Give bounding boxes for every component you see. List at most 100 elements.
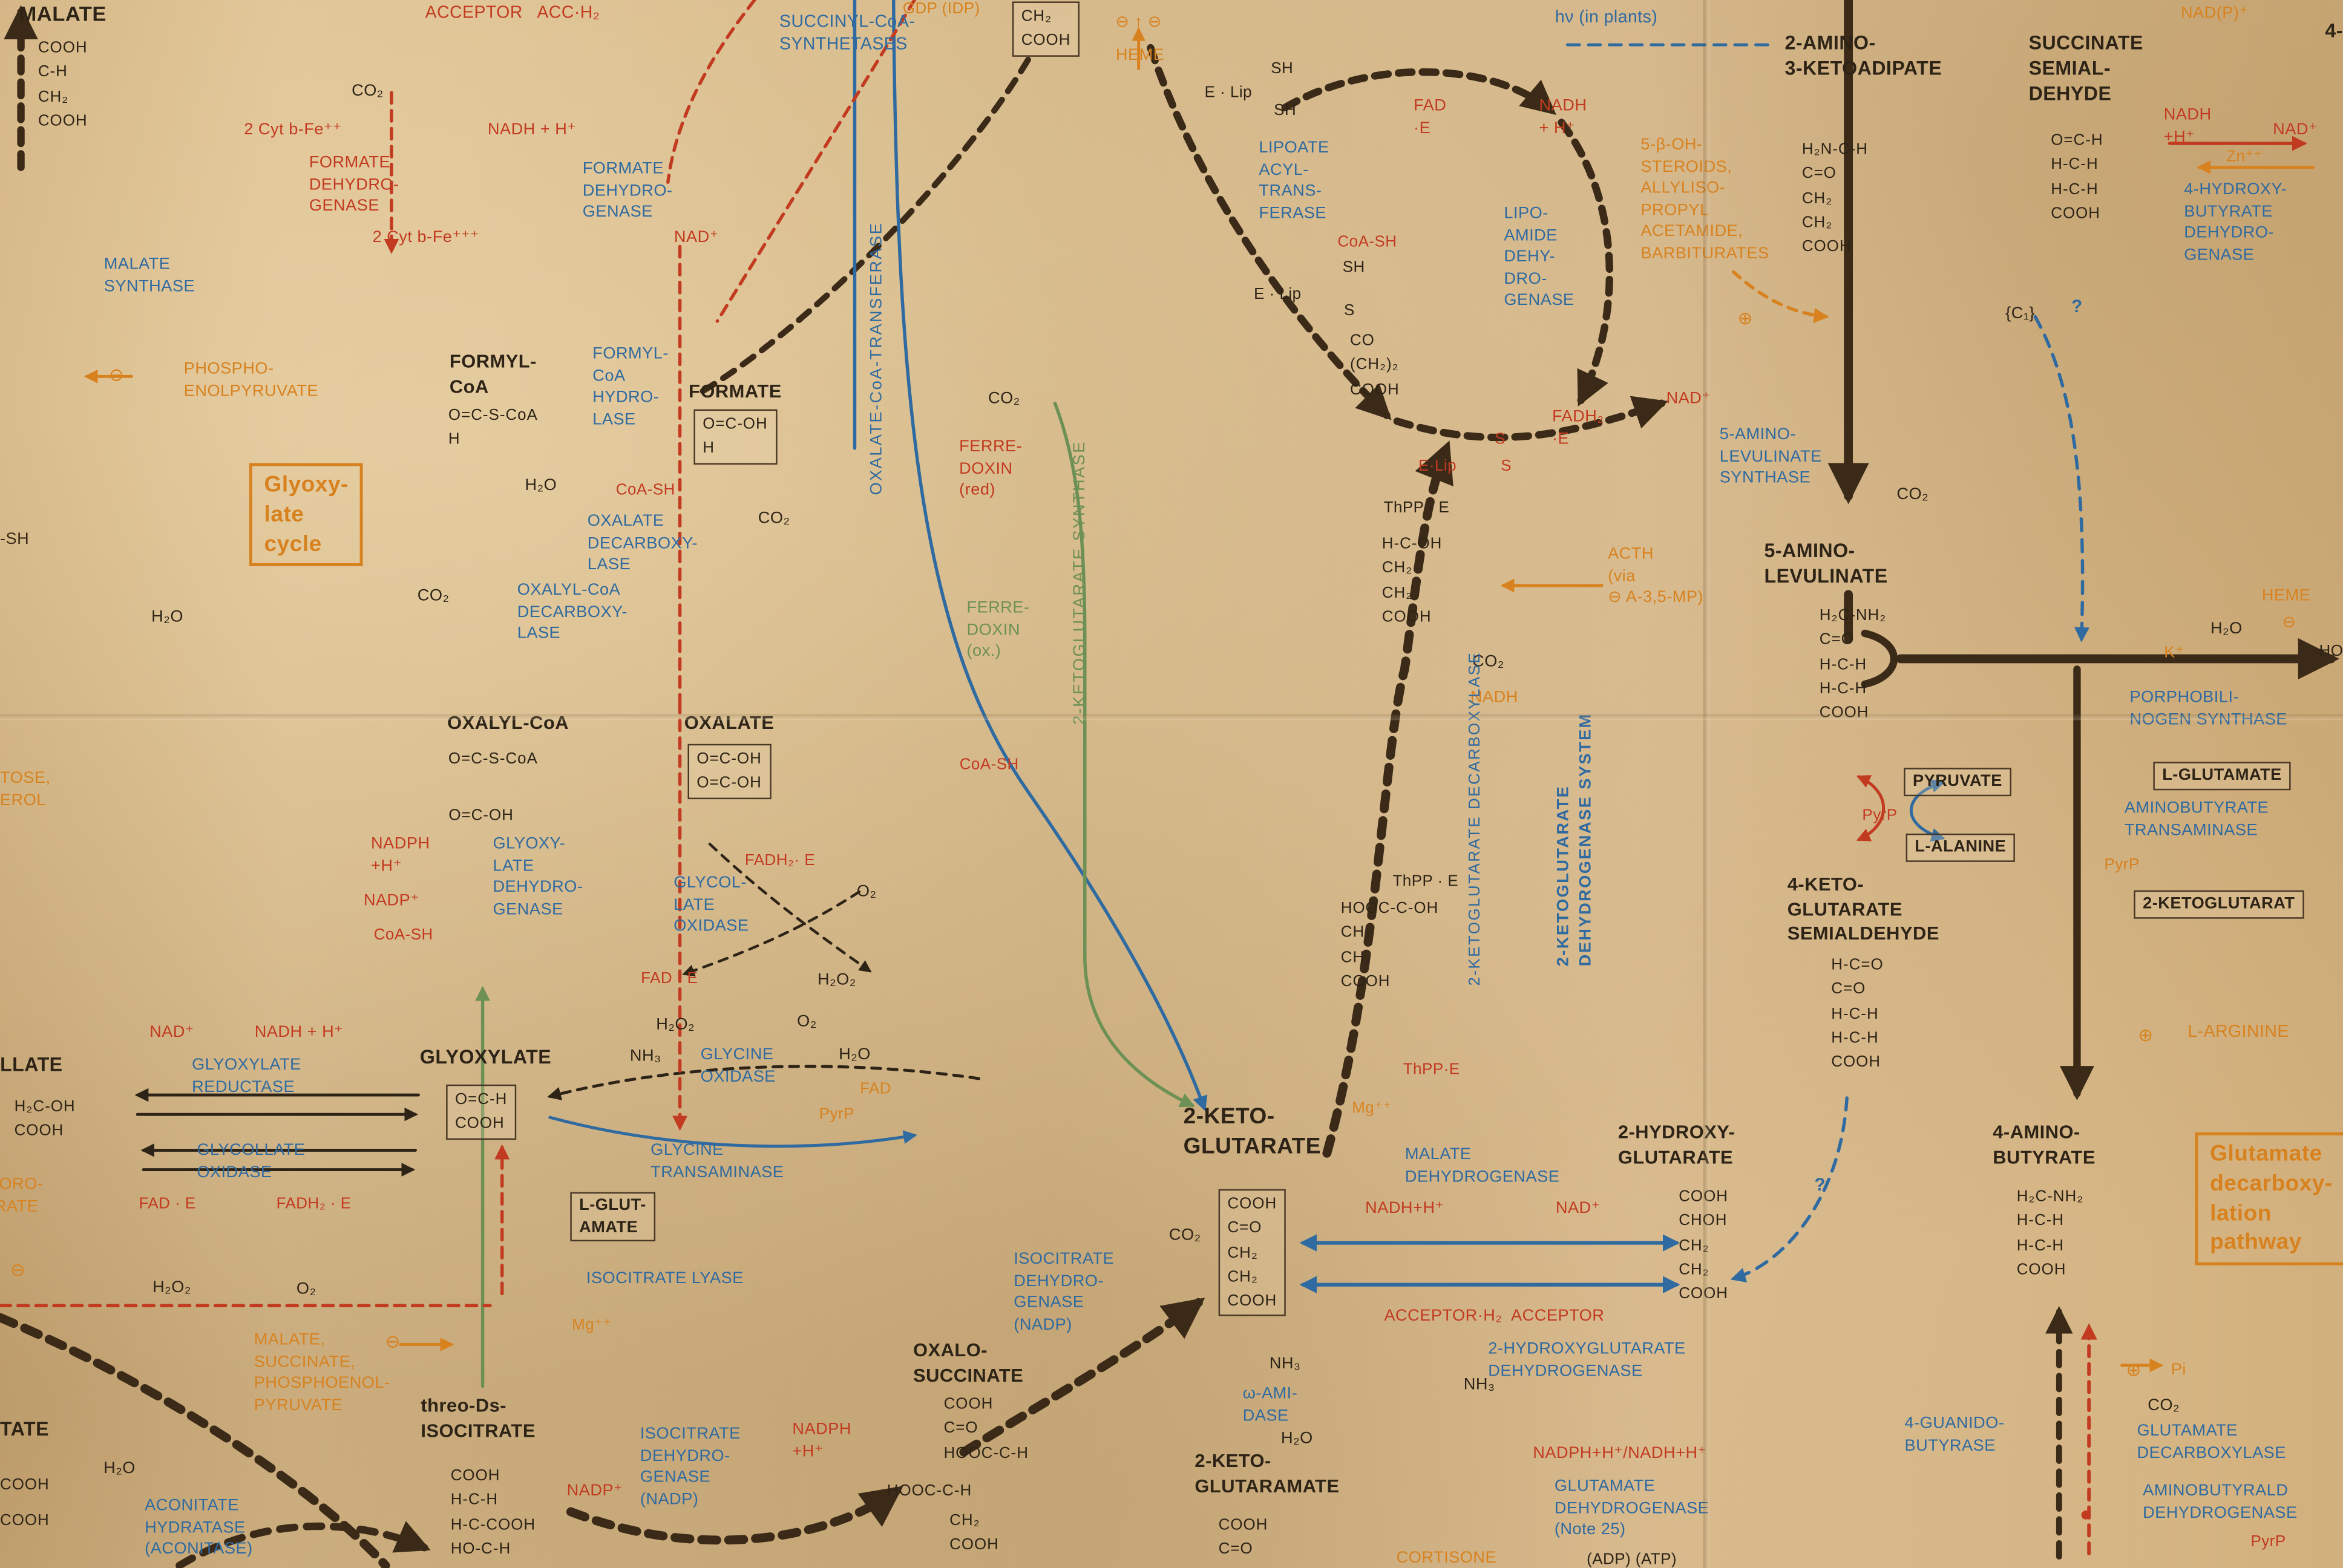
effector-label: ⊕ (1737, 307, 1753, 329)
cofactor-fadh-e: FADH₂ ·E (1552, 408, 1604, 448)
cofactor-e-lip: E·Lip (1418, 457, 1457, 475)
compound-cooh: COOH (0, 1512, 50, 1530)
cofactor-nadh-h: NADH +H⁺ (2163, 106, 2212, 146)
cofactor-s: S (1501, 457, 1512, 475)
cofactor-nadh-h: NADH + H⁺ (254, 1023, 344, 1042)
pathway-arrow-blue-30 (2033, 315, 2089, 642)
compound-h-c-nh-h-c-h-h-c-h-cooh: H₂C-NH₂ H-C-H H-C-H COOH (2016, 1187, 2084, 1279)
enzyme-succinyl-coa-synthetases: SUCCINYL-CoA- SYNTHETASES (779, 13, 916, 54)
cofactor-acceptor-acc-h: ACCEPTOR ACC·H₂ (425, 4, 600, 23)
enzyme-isocitrate-dehydro-genase-nadp: ISOCITRATE DEHYDRO- GENASE (NADP) (1014, 1250, 1115, 1334)
compound-co: CO₂ (352, 82, 384, 100)
effector-label: ⊕ (2126, 1359, 2141, 1380)
compound-oxalyl-coa: OXALYL-CoA (447, 712, 569, 734)
compound-cooh-c-h-ch-cooh: COOH C-H CH₂ COOH (38, 39, 88, 130)
effector-mg: Mg⁺⁺ (1352, 1099, 1392, 1118)
enzyme-2-ketoglutarate-dehydrogenase-system: 2-KETOGLUTARATE DEHYDROGENASE SYSTEM (1555, 713, 1594, 967)
effector-5-oh-steroids-allyliso-propyl-acetamid: 5-β-OH- STEROIDS, ALLYLISO- PROPYL ACETA… (1640, 136, 1769, 263)
compound-h-o: H₂O (2210, 619, 2243, 638)
enzyme-ferre-doxin-ox: FERRE- DOXIN (ox.) (966, 599, 1030, 661)
compound-5-amino-levulinate: 5-AMINO- LEVULINATE (1764, 539, 1888, 587)
effector-zn: Zn⁺⁺ (2226, 148, 2263, 166)
compound-formyl-coa: FORMYL- CoA (449, 351, 537, 397)
compound-e-lip: E · Lip (1254, 285, 1302, 304)
effector-heme: HEME (2261, 587, 2311, 606)
compound-nh: NH₃ (629, 1047, 661, 1065)
effector-label: ⊖ (385, 1331, 401, 1352)
enzyme-aminobutyrate-transaminase: AMINOBUTYRATE TRANSAMINASE (2124, 799, 2269, 839)
enzyme-4-hydroxy-butyrate-dehydro-genase: 4-HYDROXY- BUTYRATE DEHYDRO- GENASE (2184, 180, 2287, 264)
compound-2-keto-glutarate: 2-KETO- GLUTARATE (1183, 1103, 1322, 1159)
cofactor-pyrp: PyrP (2250, 1532, 2286, 1551)
enzyme-porphobili-nogen-synthase: PORPHOBILI- NOGEN SYNTHASE (2129, 688, 2288, 728)
effector-acth-via-a-3-5-mp: ACTH (via ⊖ A-3,5-MP) (1608, 545, 1704, 607)
compound-nh: NH₃ (1269, 1354, 1301, 1373)
compound-sh: SH (1274, 101, 1297, 120)
compound-threo-ds-isocitrate: threo-Ds- ISOCITRATE (421, 1395, 536, 1441)
enzyme-oxalyl-coa-decarboxy-lase: OXALYL-CoA DECARBOXY- LASE (517, 581, 628, 642)
cofactor-2-cyt-b-fe: 2 Cyt b-Fe⁺⁺⁺ (372, 228, 479, 247)
cofactor-coa-sh: CoA-SH (1337, 233, 1397, 251)
compound-oxalate: OXALATE (684, 712, 775, 734)
cofactor-nadh-h: NADH+H⁺ (1365, 1199, 1444, 1218)
effector-nad-p: NAD(P)⁺ (2180, 4, 2249, 23)
effector-label: ⊕ (2138, 1025, 2154, 1046)
compound-oxalo-succinate: OXALO- SUCCINATE (913, 1340, 1024, 1386)
enzyme-malate-synthase: MALATE SYNTHASE (103, 255, 195, 295)
enzyme-glyoxy-late-dehydro-genase: GLYOXY- LATE DEHYDRO- GENASE (493, 835, 583, 918)
compound-4: 4- (2325, 19, 2343, 42)
compound-h-o: H₂O (1281, 1429, 1313, 1448)
cofactor-nadp: NADP⁺ (363, 892, 420, 910)
compound-h-c-o-c-o-h-c-h-h-c-h-cooh: H-C=O C=O H-C-H H-C-H COOH (1831, 956, 1884, 1071)
enzyme-5-amino-levulinate-synthase: 5-AMINO- LEVULINATE SYNTHASE (1719, 425, 1822, 488)
cofactor-coa-sh: CoA-SH (373, 926, 433, 944)
cofactor-fadh-e: FADH₂ · E (276, 1195, 352, 1214)
enzyme-malate-dehydrogenase: MALATE DEHYDROGENASE (1404, 1146, 1560, 1186)
pathway-arrow-dark-13 (699, 56, 1031, 394)
cofactor-coa-sh: CoA-SH (615, 481, 675, 499)
compound-4-amino-butyrate: 4-AMINO- BUTYRATE (1993, 1122, 2096, 1168)
enzyme-2-hydroxyglutarate-dehydrogenase: 2-HYDROXYGLUTARATE DEHYDROGENASE (1488, 1340, 1686, 1380)
cofactor-pyrp: PyrP (1862, 806, 1898, 825)
effector-nadh: NADH (1470, 688, 1518, 707)
compound-adp-atp: (ADP) (ATP) (1587, 1550, 1677, 1568)
effector-heme: HEME (1115, 46, 1165, 65)
compound-2-ketoglutarat: 2-KETOGLUTARAT (2134, 890, 2304, 918)
enzyme-isocitrate-dehydro-genase-nadp: ISOCITRATE DEHYDRO- GENASE (NADP) (640, 1425, 741, 1508)
compound-co: CO₂ (2148, 1396, 2180, 1415)
compound-cooh-c-o-ch-ch-cooh: COOH C=O CH₂ CH₂ COOH (1218, 1189, 1286, 1317)
cofactor-fad-e: FAD · E (139, 1195, 196, 1214)
enzyme-glycine-transaminase: GLYCINE TRANSAMINASE (650, 1141, 784, 1181)
compound-l-glut-amate: L-GLUT- AMATE (570, 1192, 655, 1242)
cofactor-nadp: NADP⁺ (566, 1481, 623, 1500)
cofactor-label: ● (2079, 1501, 2092, 1526)
enzyme-glycol-late-oxidase: GLYCOL- LATE OXIDASE (673, 874, 749, 935)
effector-label: ⊖ (2282, 613, 2296, 632)
compound-nh: NH₃ (1463, 1376, 1495, 1394)
cofactor-formate-dehydro-genase: FORMATE DEHYDRO- GENASE (309, 154, 399, 215)
compound-o-c-s-coa-h: O=C-S-CoA H (448, 406, 538, 449)
enzyme-lipo-amide-dehy-dro-genase: LIPO- AMIDE DEHY- DRO- GENASE (1504, 204, 1575, 310)
cofactor-nadph-h: NADPH +H⁺ (371, 835, 430, 875)
compound-2-amino-3-ketoadipate: 2-AMINO- 3-KETOADIPATE (1784, 31, 1942, 80)
effector-glutamate-decarboxy-lation-pathway: Glutamate decarboxy- lation pathway (2195, 1132, 2343, 1266)
compound-sh: -SH (0, 530, 30, 549)
compound-succinate-semial-dehyde: SUCCINATE SEMIAL- DEHYDE (2028, 31, 2143, 105)
effector-phospho-enolpyruvate: PHOSPHO- ENOLPYRUVATE (183, 360, 318, 400)
compound-formate: FORMATE (689, 381, 782, 402)
enzyme-label: ? (2071, 295, 2083, 317)
effector-fluoro-citrate: FLUORO- CITRATE (0, 1175, 44, 1215)
compound-co-ch-cooh: CO (CH₂)₂ COOH (1349, 332, 1400, 399)
cofactor-nad: NAD⁺ (149, 1023, 194, 1042)
compound-h-c-nh-c-o-h-c-h-h-c-h-cooh: H₂C-NH₂ C=O H-C-H H-C-H COOH (1819, 606, 1887, 722)
compound-ch-cooh: CH₂ COOH (1012, 1, 1080, 56)
enzyme-formyl-coa-hydro-lase: FORMYL- CoA HYDRO- LASE (592, 345, 669, 428)
compound-tate: TATE (0, 1417, 50, 1440)
enzyme-2-ketoglutarate-decarboxylase: 2-KETOGLUTARATE DECARBOXYLASE (1466, 651, 1484, 986)
pathway-arrow-blue-31 (1730, 1096, 1849, 1282)
compound-h-c-oh-ch-ch-cooh: H-C-OH CH₂ CH₂ COOH (1381, 535, 1443, 626)
cofactor-acceptor-h-acceptor: ACCEPTOR·H₂ ACCEPTOR (1384, 1307, 1605, 1325)
enzyme-ami-dase: ω-AMI- DASE (1242, 1385, 1298, 1425)
compound-hoo: HOO (2319, 642, 2343, 661)
